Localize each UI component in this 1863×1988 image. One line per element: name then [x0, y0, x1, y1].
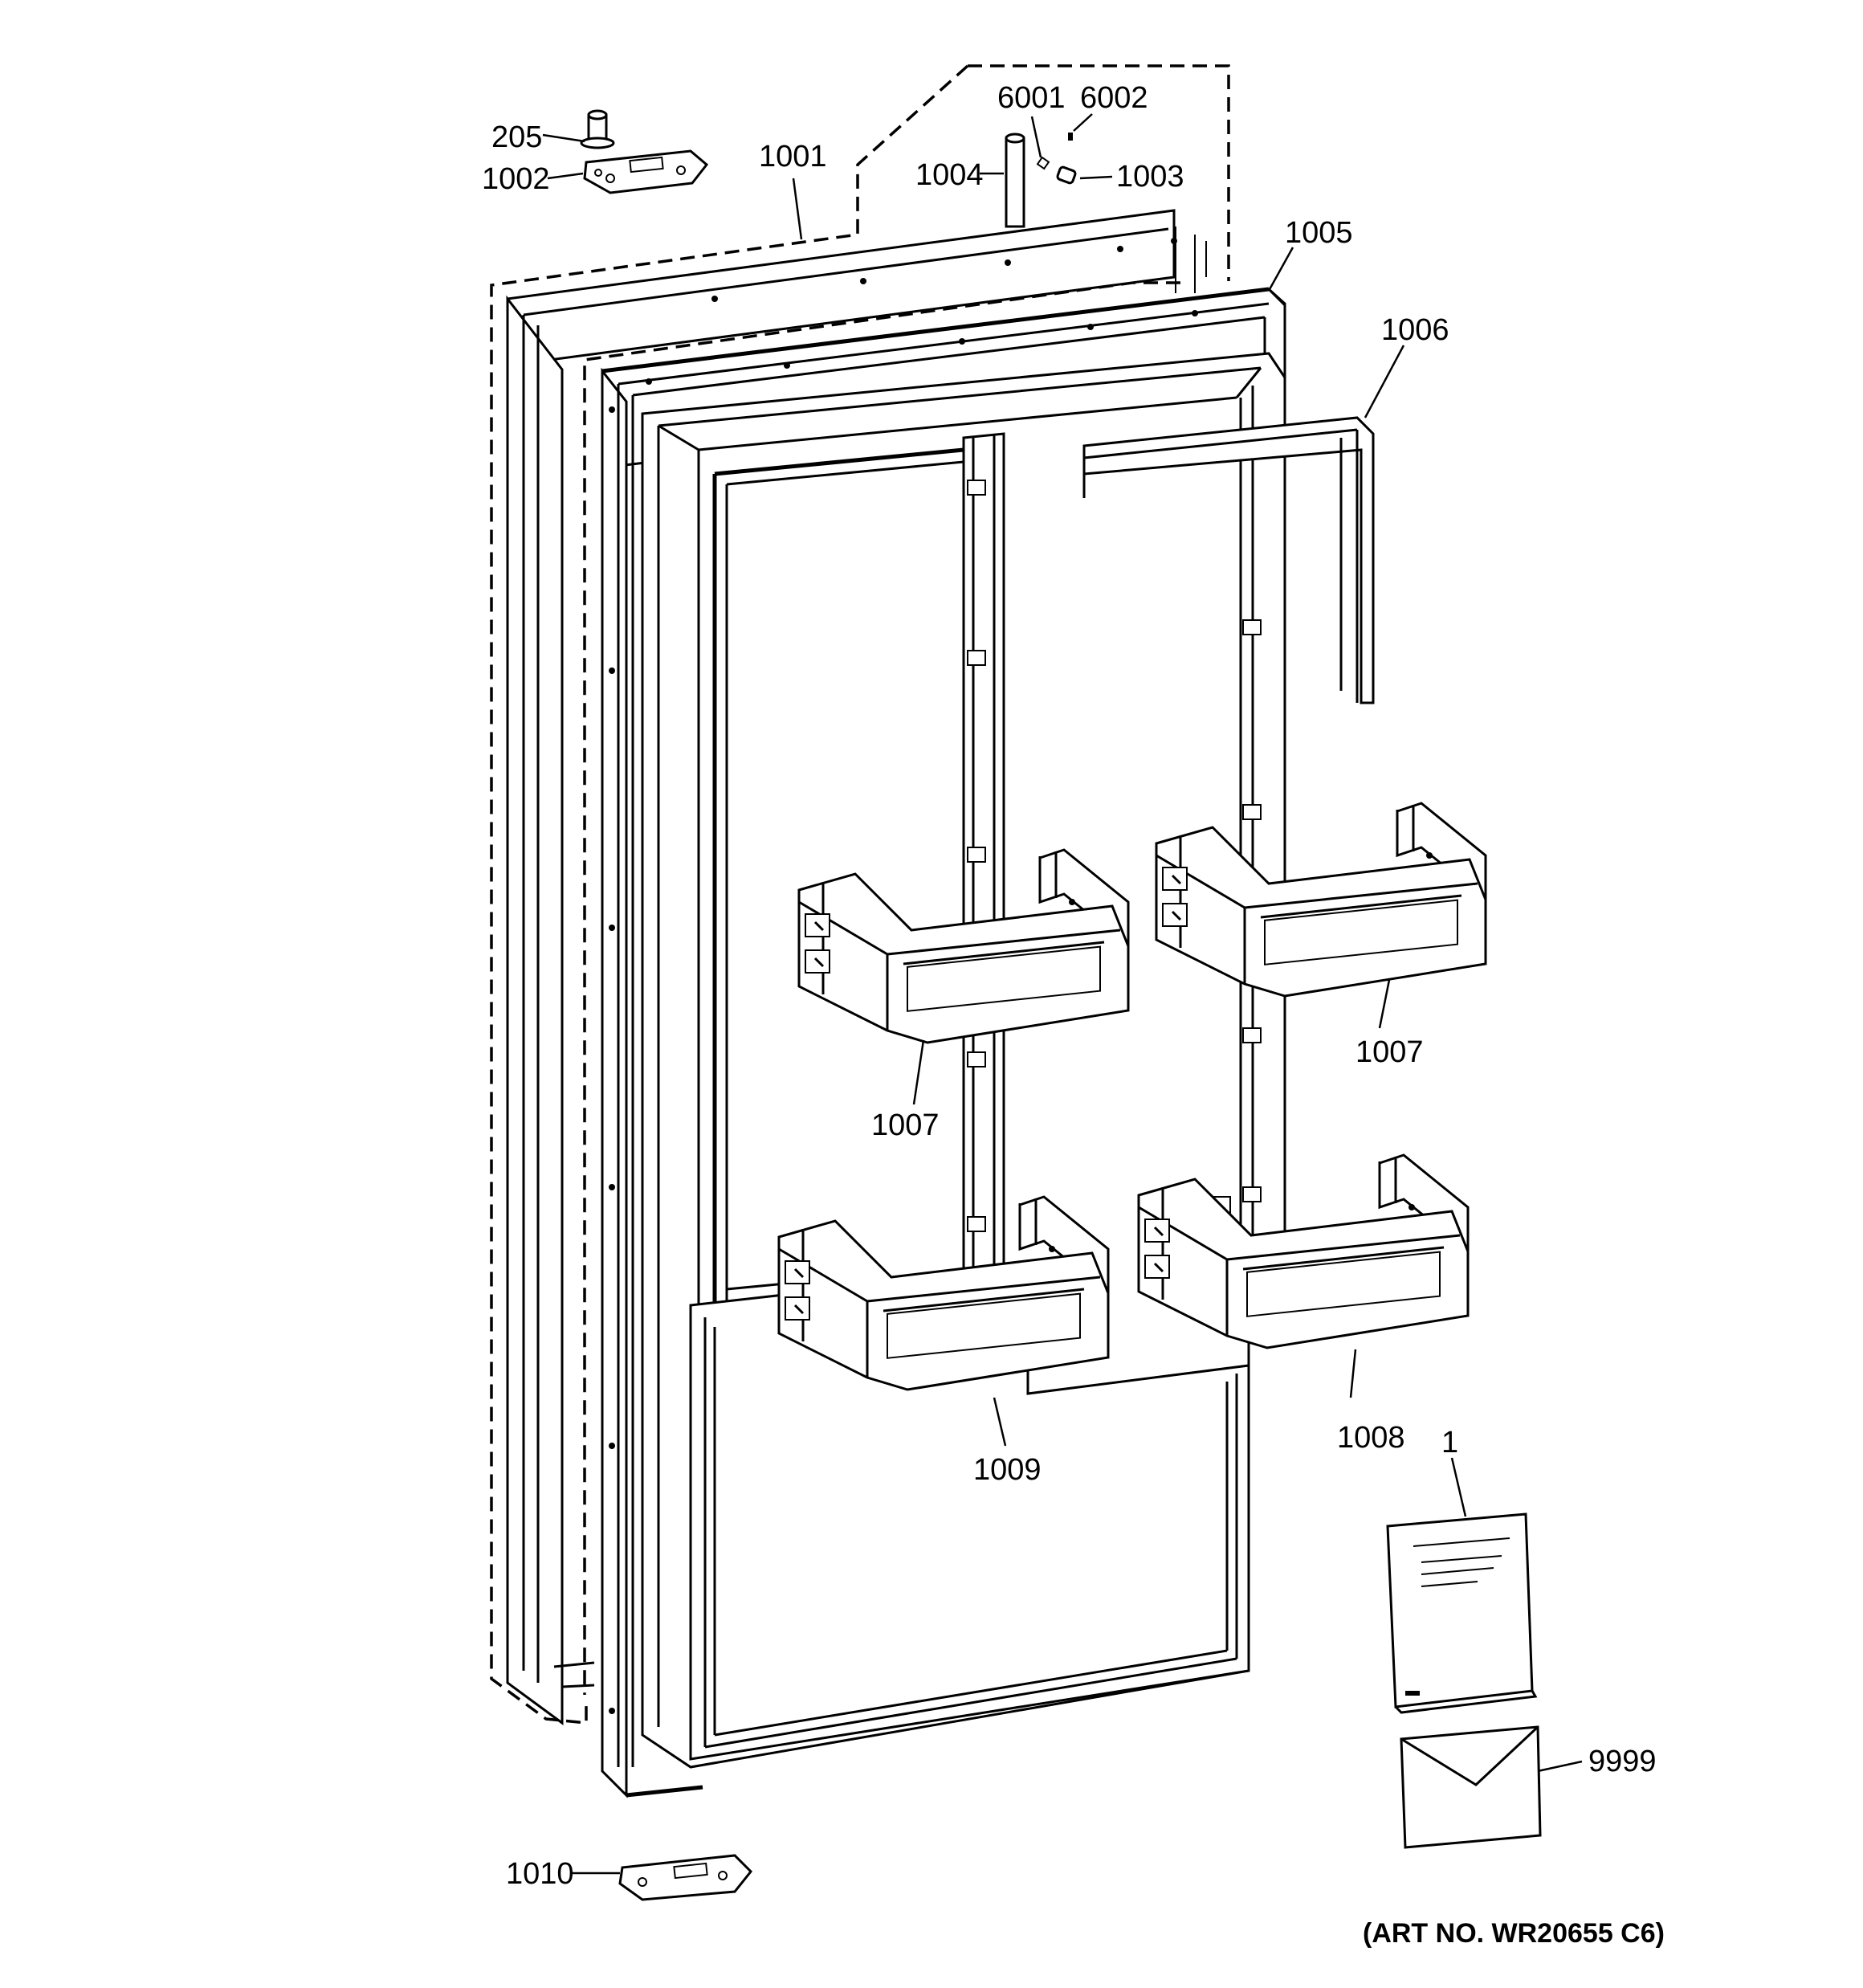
- screw-part-6001: [1036, 156, 1050, 170]
- label-1005: 1005: [1285, 216, 1353, 250]
- label-1003: 1003: [1116, 160, 1184, 194]
- label-1006: 1006: [1381, 313, 1449, 347]
- label-1: 1: [1441, 1426, 1458, 1459]
- hinge-pin-rod: [1005, 133, 1025, 228]
- label-1007-left: 1007: [871, 1108, 940, 1142]
- bushing-part-1003: [1056, 165, 1077, 185]
- label-1008: 1008: [1337, 1421, 1405, 1455]
- label-1004: 1004: [915, 158, 984, 192]
- door-liner-dashed-outline: [583, 281, 1180, 1695]
- label-9999: 9999: [1588, 1745, 1657, 1778]
- door-gasket-part-1006: [689, 416, 1375, 1761]
- owners-manual-part-1: [1386, 1512, 1538, 1714]
- hinge-cap-part-205: [580, 109, 615, 149]
- hinge-rods-right: [1175, 227, 1207, 293]
- label-1007-right: 1007: [1355, 1035, 1424, 1069]
- label-205: 205: [491, 120, 542, 154]
- label-1009: 1009: [973, 1453, 1042, 1487]
- label-1002: 1002: [482, 162, 550, 196]
- label-1010: 1010: [506, 1857, 574, 1891]
- outer-door-panel: [506, 209, 1177, 1725]
- envelope-part-9999: [1400, 1725, 1542, 1849]
- door-assembly-dashed-outline: [490, 64, 1230, 1725]
- label-6001: 6001: [997, 81, 1066, 115]
- art-number: (ART NO. WR20655 C6): [1363, 1918, 1665, 1949]
- hinge-plate-part-1010: [618, 1854, 753, 1901]
- hinge-plate-part-1002: [583, 149, 709, 194]
- pin-part-6002: [1068, 133, 1073, 141]
- leader-lines: [542, 113, 1583, 1875]
- label-1001: 1001: [759, 140, 827, 173]
- label-6002: 6002: [1080, 81, 1148, 115]
